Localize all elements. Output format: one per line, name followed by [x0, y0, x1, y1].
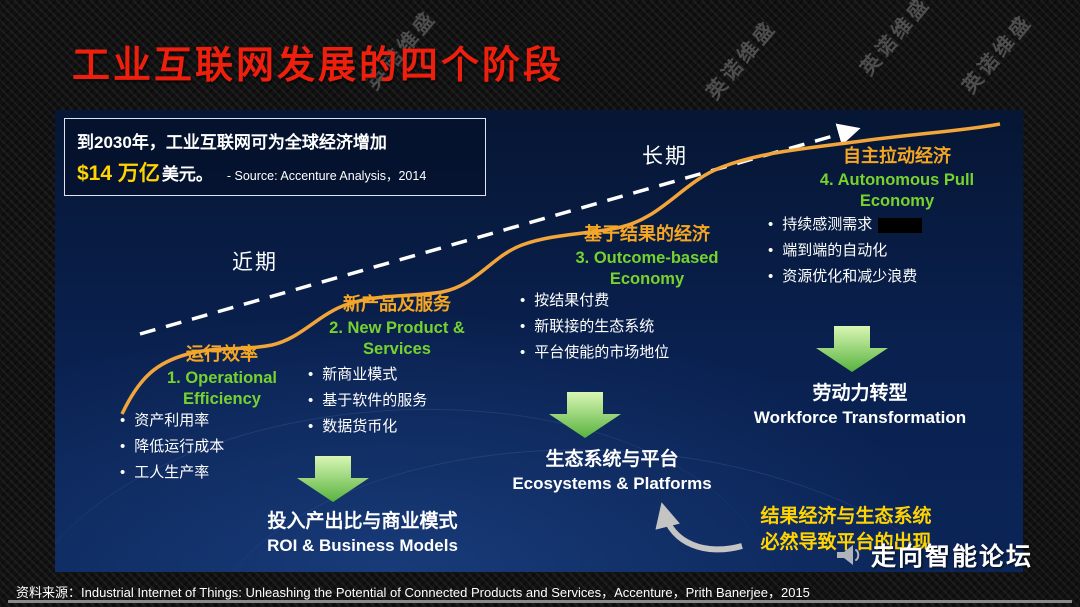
bullet-text: 数据货币化 [322, 418, 398, 435]
outcome-cn: 劳动力转型 [812, 383, 908, 404]
outcome-roi-business-models: 投入产出比与商业模式 ROI & Business Models [240, 506, 485, 556]
diagonal-watermark: 英诺维盛 [702, 16, 782, 104]
bullet-item: 工人生产率 [120, 460, 310, 486]
bottom-divider [8, 600, 1072, 603]
note-line2: 必然导致平台的出现 [760, 531, 932, 553]
outcome-en: ROI & Business Models [267, 536, 458, 555]
redaction-box [878, 217, 923, 233]
stage-1-operational-efficiency: 运行效率 1. Operational Efficiency [142, 340, 302, 409]
stage-3-title-cn: 基于结果的经济 [584, 224, 710, 244]
brand-watermark-text: 走向智能论坛 [871, 543, 1034, 571]
outcome-en: Ecosystems & Platforms [512, 474, 712, 493]
stage-4-title-cn: 自主拉动经济 [843, 146, 951, 166]
note-line1: 结果经济与生态系统 [760, 506, 932, 527]
outcome-workforce-transformation: 劳动力转型 Workforce Transformation [726, 378, 994, 428]
label-long-term: 长期 [642, 145, 688, 168]
stage-1-title-en: 1. Operational Efficiency [166, 369, 278, 408]
slide-title: 工业互联网发展的四个阶段 [72, 45, 565, 87]
bullet-item: 降低运行成本 [120, 434, 310, 460]
stage-3-outcome-based-economy: 基于结果的经济 3. Outcome-based Economy [552, 220, 742, 289]
bullet-text: 平台使能的市场地位 [534, 344, 670, 361]
stage-4-bullets: 持续感测需求 端到端的自动化 资源优化和减少浪费 [768, 212, 1008, 290]
label-near-term: 近期 [232, 251, 278, 274]
stage-3-bullets: 按结果付费 新联接的生态系统 平台使能的市场地位 [520, 288, 740, 366]
bullet-item: 新商业模式 [308, 362, 508, 388]
bullet-text: 持续感测需求 [782, 216, 873, 233]
outcome-en: Workforce Transformation [753, 408, 967, 427]
bullet-text: 资产利用率 [134, 412, 210, 429]
stage-2-bullets: 新商业模式 基于软件的服务 数据货币化 [308, 362, 508, 440]
forecast-line1: 到2030年，工业互联网可为全球经济增加 [77, 133, 387, 152]
bullet-text: 新商业模式 [322, 366, 398, 383]
diagonal-watermark: 英诺维盛 [856, 0, 936, 80]
bullet-item: 端到端的自动化 [768, 238, 1008, 264]
footer-source: 资料来源：Industrial Internet of Things: Unle… [16, 585, 810, 600]
outcome-cn: 生态系统与平台 [545, 449, 679, 470]
diagonal-watermark: 英诺维盛 [958, 10, 1038, 98]
stage-1-title-cn: 运行效率 [186, 344, 258, 364]
outcome-ecosystems-platforms: 生态系统与平台 Ecosystems & Platforms [492, 444, 732, 494]
outcome-cn: 投入产出比与商业模式 [267, 511, 458, 532]
bullet-item: 持续感测需求 [768, 212, 1008, 238]
stage-4-title-en: 4. Autonomous Pull Economy [819, 171, 975, 210]
bullet-text: 端到端的自动化 [782, 242, 888, 259]
stage-2-title-en: 2. New Product & Services [329, 319, 465, 358]
bullet-item: 资产利用率 [120, 408, 310, 434]
forecast-amount: $14 万亿 [77, 162, 160, 185]
note-outcome-ecosystem: 结果经济与生态系统 必然导致平台的出现 [726, 504, 966, 555]
bullet-item: 按结果付费 [520, 288, 740, 314]
bullet-text: 资源优化和减少浪费 [782, 268, 918, 285]
forecast-source: - Source: Accenture Analysis，2014 [226, 169, 427, 183]
bullet-item: 基于软件的服务 [308, 388, 508, 414]
forecast-line2: $14 万亿 美元。 - Source: Accenture Analysis，… [77, 157, 473, 187]
bullet-item: 新联接的生态系统 [520, 314, 740, 340]
bullet-item: 资源优化和减少浪费 [768, 264, 1008, 290]
stage-3-title-en: 3. Outcome-based Economy [575, 249, 719, 288]
bullet-item: 数据货币化 [308, 414, 508, 440]
brand-watermark: 走向智能论坛 [834, 537, 1033, 573]
forecast-amount-suffix: 美元。 [161, 165, 213, 184]
stage-4-autonomous-pull-economy: 自主拉动经济 4. Autonomous Pull Economy [792, 142, 1002, 211]
stage-1-bullets: 资产利用率 降低运行成本 工人生产率 [120, 408, 310, 486]
forecast-info-box: 到2030年，工业互联网可为全球经济增加 $14 万亿 美元。 - Source… [64, 118, 486, 196]
bullet-text: 工人生产率 [134, 464, 210, 481]
stage-2-new-product-services: 新产品及服务 2. New Product & Services [312, 290, 482, 359]
bullet-item: 平台使能的市场地位 [520, 340, 740, 366]
bullet-text: 降低运行成本 [134, 438, 225, 455]
bullet-text: 按结果付费 [534, 292, 610, 309]
loudspeaker-icon [837, 545, 860, 565]
bullet-text: 基于软件的服务 [322, 392, 428, 409]
bullet-text: 新联接的生态系统 [534, 318, 655, 335]
stage-2-title-cn: 新产品及服务 [343, 294, 451, 314]
